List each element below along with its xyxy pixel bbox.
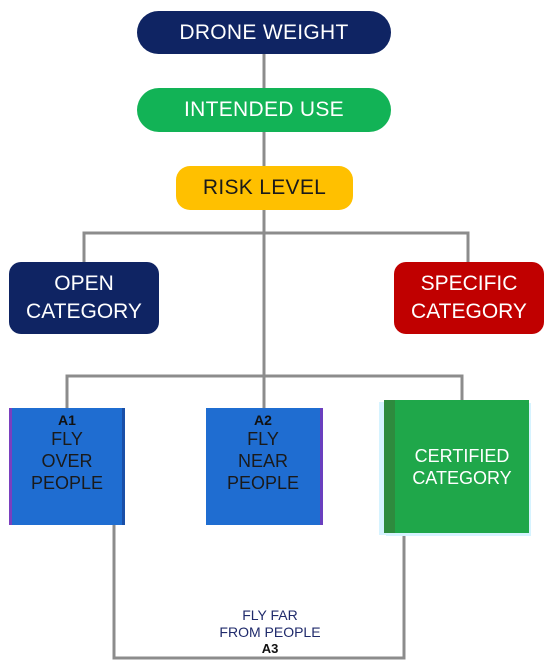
a1-line-1: FLY	[51, 429, 83, 449]
connector-a3-loop	[112, 525, 406, 660]
a2-code: A2	[254, 412, 272, 428]
connector-risk-to-categories	[82, 231, 470, 262]
a1-line-2: OVER	[41, 451, 93, 471]
certified-category-line-1: CERTIFIED	[414, 445, 510, 466]
drone-weight-label: DRONE WEIGHT	[179, 20, 349, 44]
drone-weight-node: DRONE WEIGHT	[137, 11, 391, 54]
a3-label: FLY FAR FROM PEOPLE A3	[200, 607, 340, 657]
intended-use-label: INTENDED USE	[184, 98, 344, 121]
a3-code: A3	[261, 641, 279, 656]
risk-level-label: RISK LEVEL	[202, 176, 327, 199]
specific-category-line-1: SPECIFIC	[420, 272, 518, 295]
a1-line-3: PEOPLE	[30, 473, 104, 493]
a2-line-1: FLY	[247, 429, 279, 449]
open-category-node: OPEN CATEGORY	[9, 262, 159, 334]
a3-line-2: FROM PEOPLE	[219, 624, 321, 640]
risk-level-node: RISK LEVEL	[176, 166, 353, 210]
a2-line-2: NEAR	[237, 451, 288, 471]
certified-category-line-2: CATEGORY	[412, 467, 512, 488]
a1-node: A1 FLY OVER PEOPLE	[9, 408, 125, 525]
specific-category-line-2: CATEGORY	[411, 300, 527, 323]
a3-line-1: FLY FAR	[242, 607, 298, 623]
intended-use-node: INTENDED USE	[137, 88, 391, 132]
a2-line-3: PEOPLE	[226, 473, 300, 493]
a1-code: A1	[58, 412, 76, 428]
a2-node: A2 FLY NEAR PEOPLE	[206, 408, 323, 525]
open-category-line-1: OPEN	[54, 272, 114, 295]
certified-category-node: CERTIFIED CATEGORY	[384, 400, 529, 533]
specific-category-node: SPECIFIC CATEGORY	[394, 262, 544, 334]
open-category-line-2: CATEGORY	[26, 300, 142, 323]
